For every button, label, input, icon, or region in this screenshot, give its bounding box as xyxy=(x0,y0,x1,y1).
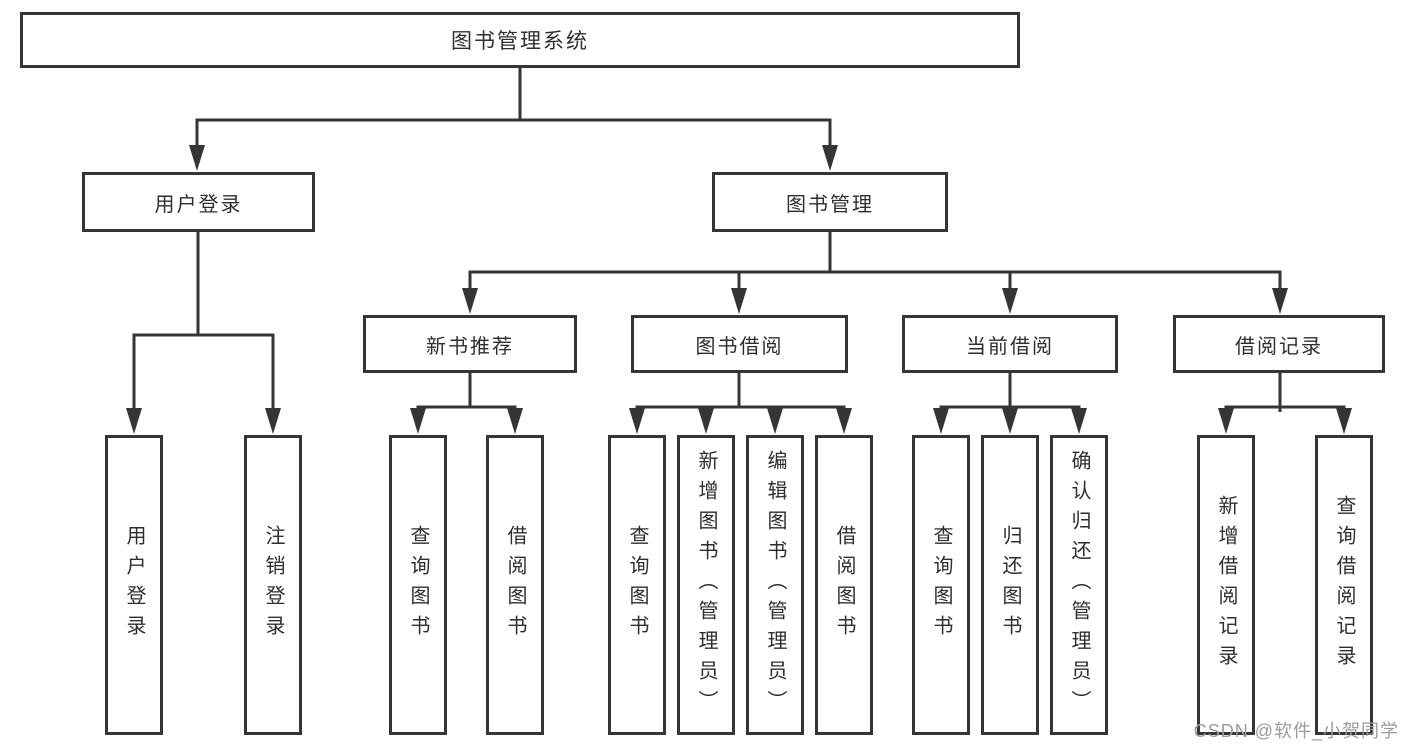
leaf-label: 编辑图书（管理员） xyxy=(764,450,786,720)
leaf-label: 查询图书 xyxy=(407,525,429,645)
node-book-management: 图书管理 xyxy=(712,172,948,232)
node-book-borrowing: 图书借阅 xyxy=(631,315,848,373)
leaf-label: 借阅图书 xyxy=(833,525,855,645)
csdn-watermark: CSDN @软件_小贺同学 xyxy=(1193,721,1399,741)
leaf-query-books-current: 查询图书 xyxy=(912,435,970,735)
leaf-label: 查询图书 xyxy=(626,525,648,645)
leaf-label: 注销登录 xyxy=(262,525,284,645)
node-new-book-recommend: 新书推荐 xyxy=(363,315,577,373)
node-library-management-system: 图书管理系统 xyxy=(20,12,1020,68)
leaf-edit-book-admin: 编辑图书（管理员） xyxy=(746,435,804,735)
leaf-label: 确认归还（管理员） xyxy=(1068,450,1090,720)
leaf-label: 查询借阅记录 xyxy=(1333,495,1355,675)
leaf-label: 新增借阅记录 xyxy=(1215,495,1237,675)
leaf-query-borrow-record: 查询借阅记录 xyxy=(1315,435,1373,735)
leaf-confirm-return-admin: 确认归还（管理员） xyxy=(1050,435,1108,735)
leaf-add-book-admin: 新增图书（管理员） xyxy=(677,435,735,735)
leaf-label: 新增图书（管理员） xyxy=(695,450,717,720)
leaf-label: 查询图书 xyxy=(930,525,952,645)
leaf-return-book: 归还图书 xyxy=(981,435,1039,735)
leaf-label: 借阅图书 xyxy=(504,525,526,645)
leaf-user-login: 用户登录 xyxy=(105,435,163,735)
leaf-add-borrow-record: 新增借阅记录 xyxy=(1197,435,1255,735)
leaf-borrow-books-recommend: 借阅图书 xyxy=(486,435,544,735)
leaf-query-books-borrowing: 查询图书 xyxy=(608,435,666,735)
node-user-login: 用户登录 xyxy=(82,172,315,232)
node-borrowing-records: 借阅记录 xyxy=(1173,315,1385,373)
leaf-label: 用户登录 xyxy=(123,525,145,645)
leaf-label: 归还图书 xyxy=(999,525,1021,645)
leaf-query-books-recommend: 查询图书 xyxy=(389,435,447,735)
leaf-borrow-books-borrowing: 借阅图书 xyxy=(815,435,873,735)
leaf-logout: 注销登录 xyxy=(244,435,302,735)
node-current-borrowing: 当前借阅 xyxy=(902,315,1118,373)
